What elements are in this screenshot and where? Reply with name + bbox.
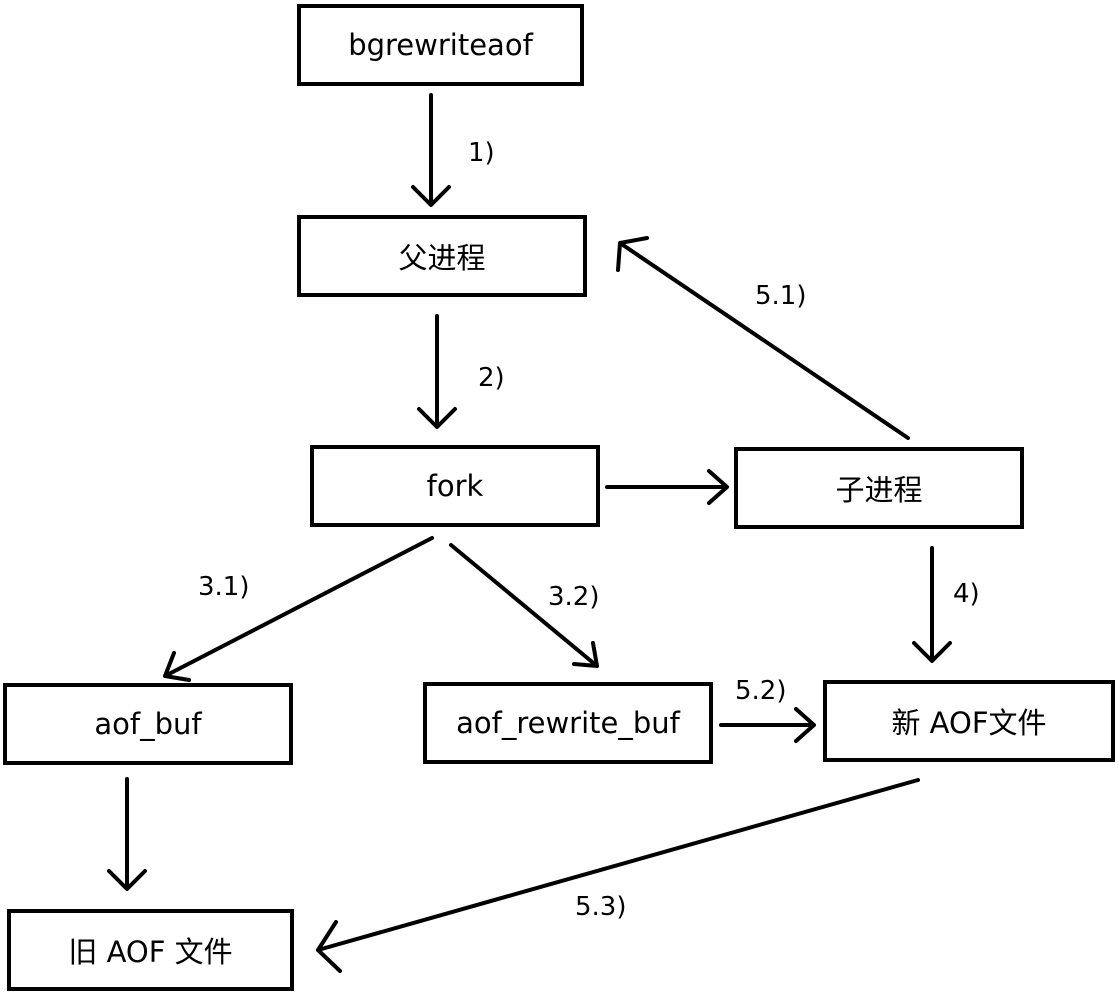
arrow-parent-to-fork bbox=[417, 314, 457, 429]
arrow-new-aof-to-old-aof bbox=[316, 778, 920, 973]
node-bgrewriteaof: bgrewriteaof bbox=[297, 4, 584, 86]
edge-label-3-1: 3.1) bbox=[198, 572, 250, 602]
arrow-fork-to-aof-buf bbox=[163, 536, 434, 682]
arrow-fork-to-child bbox=[605, 469, 729, 505]
node-new-aof-file: 新 AOF文件 bbox=[823, 680, 1115, 762]
arrow-bgrewriteaof-to-parent bbox=[411, 93, 451, 207]
node-aof-buf: aof_buf bbox=[3, 683, 293, 765]
arrow-child-to-parent bbox=[616, 236, 910, 440]
node-old-aof-file: 旧 AOF 文件 bbox=[7, 909, 294, 991]
edge-label-2: 2) bbox=[478, 363, 505, 393]
edge-label-5-1: 5.1) bbox=[755, 281, 807, 311]
edge-label-1: 1) bbox=[468, 138, 495, 168]
node-aof-rewrite-buf: aof_rewrite_buf bbox=[423, 682, 713, 764]
node-child-process: 子进程 bbox=[734, 447, 1024, 529]
edge-label-5-2: 5.2) bbox=[735, 676, 787, 706]
edge-label-5-3: 5.3) bbox=[575, 892, 627, 922]
arrow-child-to-new-aof bbox=[912, 546, 952, 663]
node-parent-process: 父进程 bbox=[297, 215, 587, 297]
arrow-aof-buf-to-old-aof bbox=[107, 777, 147, 891]
node-fork: fork bbox=[310, 445, 600, 527]
arrow-fork-to-aof-rewrite-buf bbox=[449, 543, 599, 668]
arrow-aof-rewrite-buf-to-new-aof bbox=[719, 707, 816, 743]
edge-label-4: 4) bbox=[953, 579, 980, 609]
edge-label-3-2: 3.2) bbox=[548, 582, 600, 612]
